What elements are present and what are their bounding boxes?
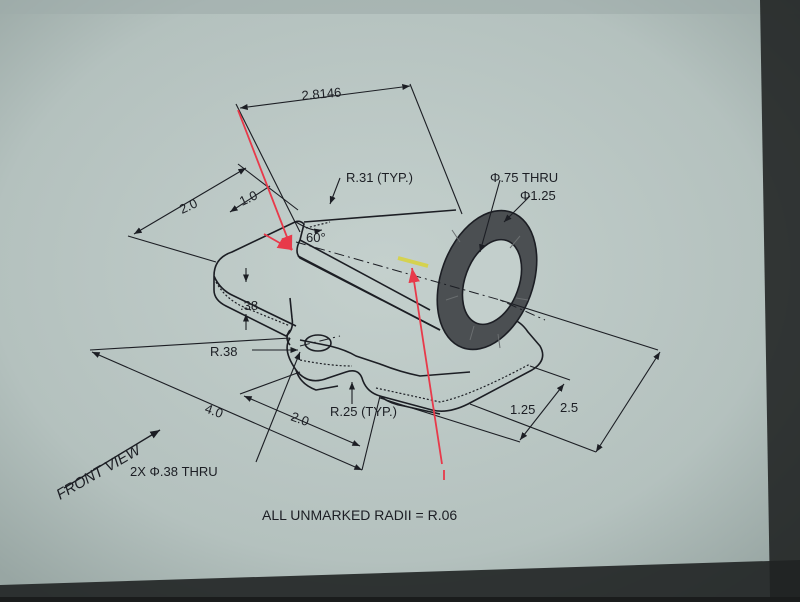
bore-shade-ticks <box>445 229 529 349</box>
ext-line-2-8146-right <box>409 83 463 215</box>
left-block-outline <box>213 220 441 337</box>
dimension-lines <box>89 83 661 471</box>
red-line-top <box>237 109 293 251</box>
dim-2-0-lower: 2.0 <box>289 409 311 429</box>
dim-2-0-upper: 2.0 <box>177 195 200 216</box>
dim-line-2-0-lower <box>243 395 361 447</box>
dim-1-0: 1.0 <box>237 187 260 208</box>
leader-holes <box>255 351 301 463</box>
dim-line-2-0-upper <box>133 167 247 235</box>
bore-inner-ellipse <box>461 238 523 326</box>
dim-od-125: Φ1.25 <box>520 188 556 203</box>
dim-2-5: 2.5 <box>560 400 578 415</box>
cylinder-body <box>297 209 457 331</box>
dim-38: .38 <box>240 298 258 313</box>
leader-od-125 <box>503 195 531 223</box>
leader-r31 <box>329 177 341 205</box>
base-plate-top-edge <box>299 339 471 377</box>
front-view-arrow <box>63 429 161 489</box>
dim-line-2-5 <box>595 351 661 453</box>
ext-line-right-long <box>499 299 659 351</box>
red-line-centre <box>408 267 443 465</box>
dim-line-1-0 <box>229 185 271 213</box>
dim-holes: 2X Φ.38 THRU <box>130 464 218 479</box>
dim-line-4-0 <box>91 351 363 471</box>
fillet-left-vertical <box>215 281 291 327</box>
dim-2-8146: 2.8146 <box>301 85 342 103</box>
ext-line-4-0-right <box>361 395 381 471</box>
dim-r38: R.38 <box>210 344 237 359</box>
bore-end <box>436 209 538 351</box>
leader-bore-75 <box>479 179 501 253</box>
bore-axis <box>295 241 546 321</box>
ext-line-bottom-right <box>379 397 521 443</box>
fillet-top <box>305 221 331 229</box>
ext-line-left-top <box>127 235 217 263</box>
dim-line-2-8146 <box>239 83 411 111</box>
red-annotations <box>237 109 445 480</box>
paper-dark-top-corner <box>0 0 800 14</box>
mounting-hole <box>304 334 332 352</box>
shadow-right-edge <box>760 0 800 597</box>
dim-4-0: 4.0 <box>203 401 225 421</box>
general-note: ALL UNMARKED RADII = R.06 <box>262 507 457 523</box>
dim-r25-typ: R.25 (TYP.) <box>330 404 397 419</box>
dim-1-25: 1.25 <box>510 402 535 417</box>
hole-axis <box>299 335 341 347</box>
centre-lines <box>295 241 546 347</box>
dim-r31-typ: R.31 (TYP.) <box>346 170 413 185</box>
ext-line-right-mid <box>529 365 571 381</box>
yellow-highlight <box>397 256 429 268</box>
shadow-bottom-edge <box>0 560 800 597</box>
red-line-left <box>263 233 293 251</box>
angle-arc-60 <box>295 221 323 235</box>
dim-angle-60: 60° <box>306 230 326 245</box>
dim-bore-75: Φ.75 THRU <box>490 170 558 185</box>
ext-line-2-8146-left <box>235 103 301 233</box>
dim-line-1-25 <box>519 383 565 441</box>
ext-line-4-0-left <box>89 337 291 351</box>
